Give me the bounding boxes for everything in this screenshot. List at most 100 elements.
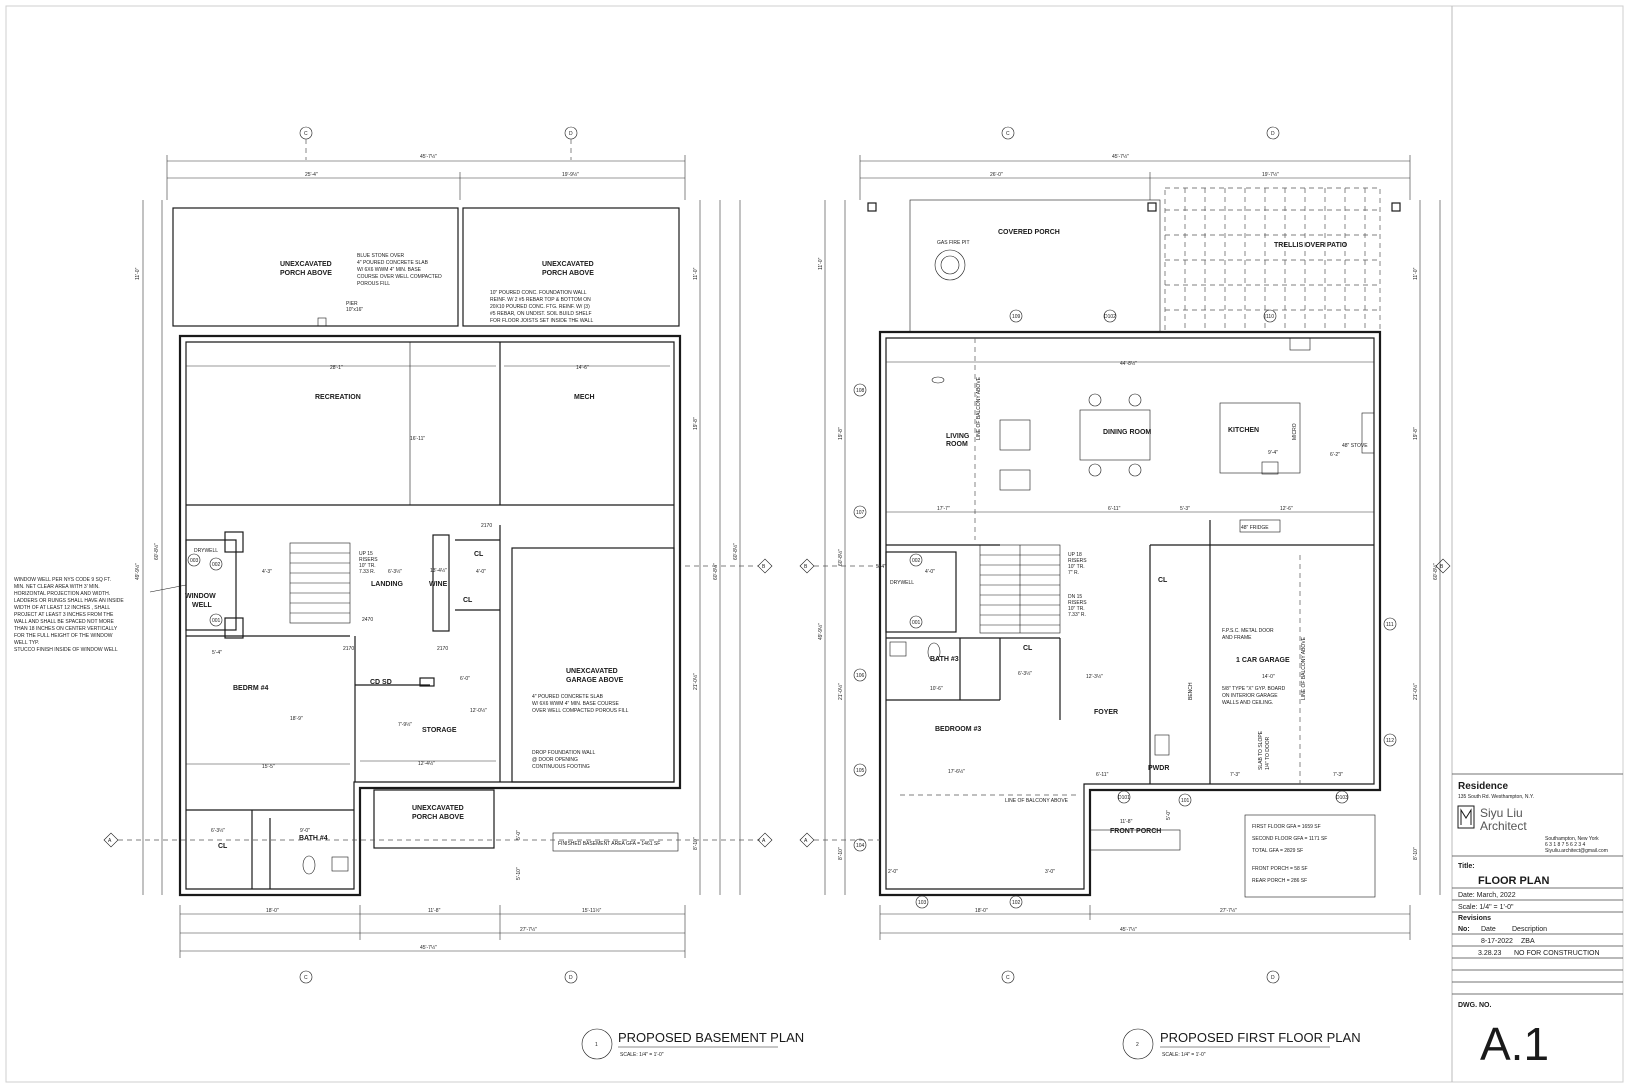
- note-bluestone: BLUE STONE OVER 4" POURED CONCRETE SLAB …: [357, 253, 442, 287]
- dim-right-h: 60'-8½": [712, 563, 719, 580]
- room-porch3b: PORCH ABOVE: [412, 814, 464, 821]
- svg-text:AND FRAME: AND FRAME: [1222, 635, 1252, 641]
- caption-bubble-1: [581, 1028, 613, 1060]
- svg-text:8'-10": 8'-10": [1413, 847, 1419, 860]
- tb-rev-date: Date: [1481, 926, 1496, 933]
- ff-room-drywell: DRYWELL: [890, 580, 914, 586]
- dim-left-top: 11'-0": [135, 267, 141, 280]
- gfa-rear: REAR PORCH = 286 SF: [1252, 878, 1307, 884]
- caption-first-floor-scale: SCALE: 1/4" = 1'-0": [1162, 1052, 1206, 1058]
- svg-text:SLAB TO SLOPE: SLAB TO SLOPE: [1258, 730, 1264, 770]
- dim-mech-w: 14'-6": [576, 365, 589, 371]
- ff-dim-d4: 12'-6": [1280, 506, 1293, 512]
- tb-title: FLOOR PLAN: [1478, 875, 1550, 887]
- ff-dim-left-h: 49'-9½": [817, 623, 824, 640]
- gfa-box: [1244, 814, 1376, 898]
- gfa-front: FRONT PORCH = 58 SF: [1252, 866, 1308, 872]
- svg-text:108: 108: [856, 388, 865, 394]
- room-porch1b: PORCH ABOVE: [280, 270, 332, 277]
- svg-text:11'-0": 11'-0": [1413, 267, 1419, 280]
- svg-text:OVER WELL COMPACTED POROUS FIL: OVER WELL COMPACTED POROUS FILL: [532, 708, 629, 714]
- room-cl2: CL: [463, 597, 473, 604]
- room-window: WINDOW: [185, 593, 216, 600]
- tb-date: Date: March, 2022: [1458, 892, 1516, 899]
- svg-text:102: 102: [1012, 900, 1021, 906]
- ff-room-bedroom3: BEDROOM #3: [935, 726, 981, 733]
- room-mech: MECH: [574, 394, 595, 401]
- room-wine: WINE: [429, 581, 448, 588]
- room-porch2b: PORCH ABOVE: [542, 270, 594, 277]
- svg-text:C: C: [304, 975, 308, 981]
- tb-revisions-label: Revisions: [1458, 915, 1491, 922]
- tb-firm-sub: Architect: [1480, 819, 1527, 833]
- room-bath4: BATH #4: [299, 835, 328, 842]
- firm-logo-icon: [1457, 805, 1475, 829]
- tb-scale: Scale: 1/4" = 1'-0": [1458, 904, 1514, 911]
- svg-text:B: B: [762, 564, 766, 570]
- room-cl1: CL: [474, 551, 484, 558]
- svg-text:WALLS AND CEILING.: WALLS AND CEILING.: [1222, 700, 1273, 706]
- svg-text:10" TR.: 10" TR.: [359, 563, 376, 569]
- door-2170-a: 2170: [481, 523, 492, 529]
- dim-d10: 13'-4½": [430, 567, 447, 574]
- svg-text:PIER: PIER: [346, 301, 358, 307]
- svg-text:112: 112: [1386, 738, 1394, 744]
- svg-text:45'-7½": 45'-7½": [1112, 153, 1129, 160]
- dim-d14: 5'-10": [516, 867, 522, 880]
- room-porch3: UNEXCAVATED: [412, 805, 464, 812]
- ff-dim-d5: 5'-4": [876, 564, 886, 570]
- svg-text:19'-8": 19'-8": [1413, 427, 1419, 440]
- room-garage: UNEXCAVATED: [566, 668, 618, 675]
- dim-d11: 12'-0½": [470, 707, 487, 714]
- ff-dim-d6: 4'-0": [925, 569, 935, 575]
- svg-text:POROUS FILL: POROUS FILL: [357, 281, 390, 287]
- dim-d1: 4'-3": [262, 569, 272, 575]
- svg-text:21'-0½": 21'-0½": [837, 683, 844, 700]
- svg-text:A: A: [108, 838, 112, 844]
- svg-text:RISERS: RISERS: [359, 557, 378, 563]
- svg-text:111: 111: [1386, 622, 1394, 628]
- svg-text:RISERS: RISERS: [1068, 558, 1087, 564]
- ff-dim-d3: 5'-3": [1180, 506, 1190, 512]
- ff-dim-d2: 6'-11": [1108, 506, 1121, 512]
- dim-overall-top: 45'-7½": [420, 153, 437, 160]
- dim-left2: 60'-8½": [153, 543, 160, 560]
- tb-firm-city: Southampton, New York: [1545, 836, 1599, 842]
- tb-rev1-date: 8-17-2022: [1481, 938, 1513, 945]
- prep-sink-icon: [1261, 461, 1279, 475]
- svg-text:D103: D103: [1336, 795, 1348, 801]
- svg-text:D102: D102: [1104, 314, 1116, 320]
- tag-w003: 003: [190, 558, 199, 564]
- svg-text:CONTINUOUS FOOTING: CONTINUOUS FOOTING: [532, 764, 590, 770]
- ff-room-living: LIVING: [946, 433, 970, 440]
- tb-rev2-date: 3.28.23: [1478, 950, 1501, 957]
- room-porch2: UNEXCAVATED: [542, 261, 594, 268]
- tb-title-label: Title:: [1458, 863, 1475, 870]
- svg-text:D: D: [1271, 131, 1275, 137]
- dim-d9: 18'-9": [290, 716, 303, 722]
- pwdr-sink-icon: [1154, 734, 1170, 756]
- ff-room-foyer: FOYER: [1094, 709, 1118, 716]
- grid-c-label: C: [304, 131, 308, 137]
- ff-dim-d16: 5'-0": [1166, 810, 1172, 820]
- gfa-second: SECOND FLOOR GFA = 1171 SF: [1252, 836, 1327, 842]
- svg-text:B: B: [1440, 564, 1444, 570]
- room-storage: STORAGE: [422, 727, 457, 734]
- plant-icon: [931, 376, 945, 384]
- svg-text:FOR FLOOR JOISTS SET INSIDE TH: FOR FLOOR JOISTS SET INSIDE THE WALL: [490, 318, 593, 324]
- tag-w002: 002: [212, 562, 221, 568]
- door-2470-a: 2470: [362, 617, 373, 623]
- svg-text:RISERS: RISERS: [1068, 600, 1087, 606]
- note-foundation: 10" POURED CONC. FOUNDATION WALL REINF. …: [490, 290, 593, 324]
- sheet-border: [5, 5, 1624, 1083]
- ff-dim-d15: 11'-8": [1120, 819, 1133, 825]
- caption-first-floor: PROPOSED FIRST FLOOR PLAN: [1160, 1030, 1361, 1045]
- toilet-icon: [302, 855, 316, 875]
- svg-text:C: C: [1006, 975, 1010, 981]
- ff-note-stair-dn: DN 15 RISERS 10" TR. 7.33" R.: [1068, 594, 1087, 618]
- tag-w001: 001: [212, 618, 221, 624]
- ff-dim-d14: 7'-3": [1333, 772, 1343, 778]
- svg-text:10"x16": 10"x16": [346, 307, 363, 313]
- svg-text:7.33 R.: 7.33 R.: [359, 569, 375, 575]
- svg-text:UP 15: UP 15: [359, 551, 373, 557]
